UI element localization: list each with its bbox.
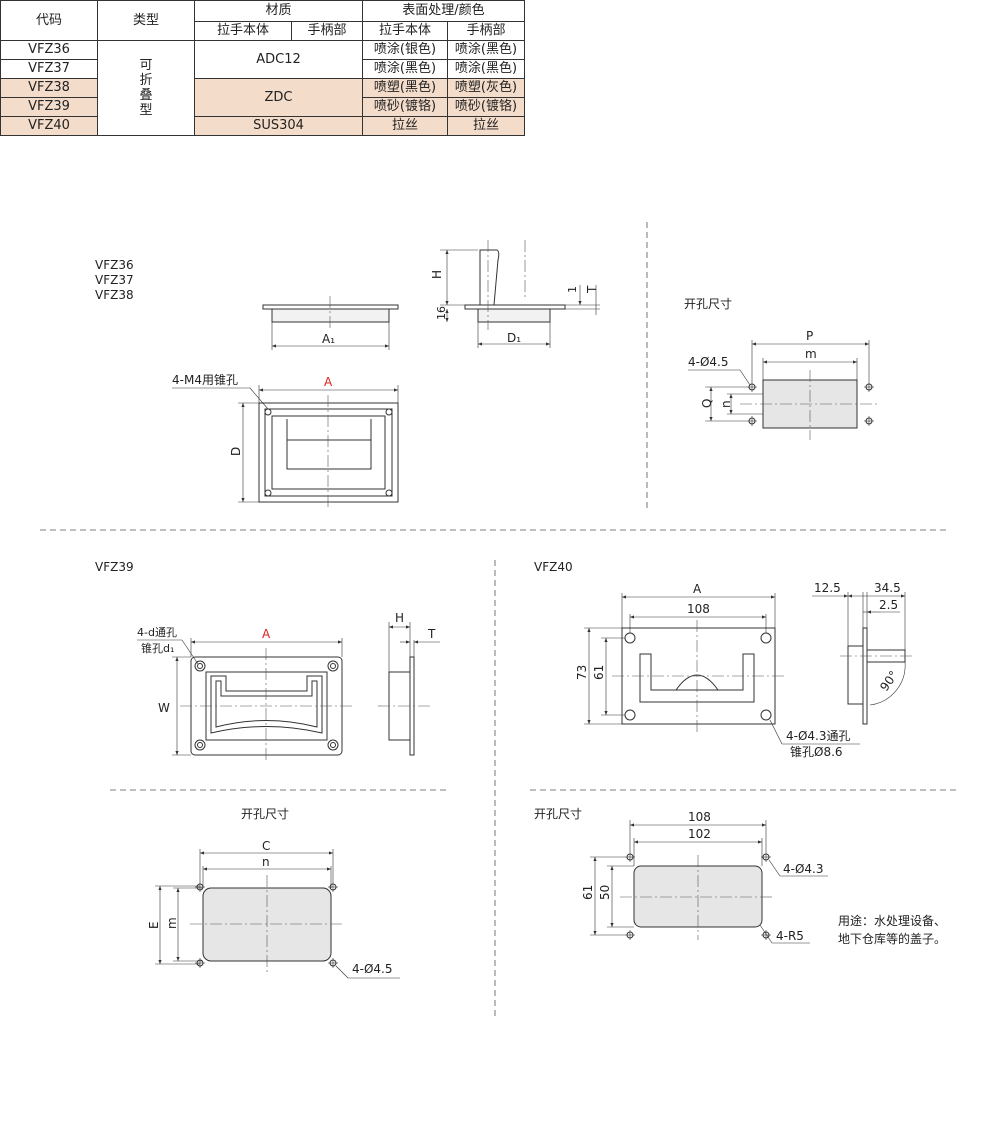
dim-m: m: [165, 917, 179, 929]
dim-h: H: [395, 611, 404, 625]
surface-handle: 喷涂(黑色): [447, 59, 525, 79]
type-char: 型: [139, 103, 153, 118]
cutout-view-1: 开孔尺寸 P m 4-Ø4.5 Q n: [684, 297, 880, 440]
dim-16: 16: [435, 306, 448, 320]
dim-102: 102: [688, 827, 711, 841]
model-label: VFZ37: [95, 273, 134, 287]
dim-d1: D₁: [507, 331, 521, 345]
dim-12-5: 12.5: [814, 581, 841, 595]
cutout-title: 开孔尺寸: [684, 297, 732, 311]
surface-handle: 拉丝: [447, 116, 525, 136]
dim-c: C: [262, 839, 270, 853]
screw-label: 4-M4用锥孔: [172, 373, 238, 387]
dim-m: m: [805, 347, 817, 361]
model-label: VFZ38: [95, 288, 134, 302]
material-adc12: ADC12: [194, 40, 363, 79]
surface-body: 拉丝: [362, 116, 448, 136]
dim-t: T: [585, 285, 599, 294]
dim-61: 61: [592, 665, 606, 680]
dim-w: W: [158, 701, 170, 715]
dim-e: E: [147, 921, 161, 929]
cutout-view-3: 开孔尺寸 108 102 61 50 4-Ø4.3 4-R5 用途: [534, 807, 946, 946]
side-view-d1: H 16 D₁ 1 T: [430, 240, 600, 348]
cutout-title: 开孔尺寸: [534, 807, 582, 821]
dim-d: D: [229, 447, 243, 456]
dim-108: 108: [688, 810, 711, 824]
hole-label: 4-Ø4.3: [783, 862, 824, 876]
row-code: VFZ39: [0, 97, 98, 117]
dim-a1: A₁: [322, 332, 335, 346]
dim-p: P: [806, 329, 813, 343]
dim-t: T: [427, 627, 436, 641]
surface-body: 喷涂(银色): [362, 40, 448, 60]
hole-label-2: 锥孔d₁: [141, 642, 174, 655]
dim-h: H: [430, 270, 444, 279]
top-view-vfz39: 4-d通孔 锥孔d₁ A W: [137, 626, 352, 762]
header-surface-handle: 手柄部: [447, 21, 525, 41]
model-label: VFZ36: [95, 258, 134, 272]
surface-handle: 喷塑(灰色): [447, 78, 525, 98]
dim-73: 73: [575, 665, 589, 680]
model-label: VFZ39: [95, 560, 134, 574]
dim-n: n: [719, 400, 733, 408]
model-label: VFZ40: [534, 560, 573, 574]
row-code: VFZ40: [0, 116, 98, 136]
dim-n: n: [262, 855, 270, 869]
cutout-view-2: 开孔尺寸 C n E m 4-Ø4.5: [147, 807, 400, 979]
header-type: 类型: [97, 0, 195, 41]
hole-label-1: 4-d通孔: [137, 626, 177, 639]
radius-label: 4-R5: [776, 929, 804, 943]
dim-34-5: 34.5: [874, 581, 901, 595]
dim-2-5: 2.5: [879, 598, 898, 612]
header-code: 代码: [0, 0, 98, 41]
type-cell: 可 折 叠 型: [97, 40, 195, 136]
dim-1: 1: [566, 286, 579, 293]
header-surface-body: 拉手本体: [362, 21, 448, 41]
surface-body: 喷砂(镀铬): [362, 97, 448, 117]
type-char: 可: [139, 58, 153, 73]
surface-body: 喷涂(黑色): [362, 59, 448, 79]
material-sus304: SUS304: [194, 116, 363, 136]
hole-label-1: 4-Ø4.3通孔: [786, 729, 851, 743]
type-char: 叠: [139, 88, 153, 103]
dim-a: A: [262, 627, 271, 641]
angle-90: 90°: [877, 668, 901, 693]
dim-108: 108: [687, 602, 710, 616]
dim-a: A: [324, 375, 333, 389]
spec-table: 代码 类型 材质 表面处理/颜色 拉手本体 手柄部 拉手本体 手柄部 VFZ36…: [0, 0, 525, 136]
dim-61: 61: [581, 885, 595, 900]
cutout-title: 开孔尺寸: [241, 807, 289, 821]
hole-label-2: 锥孔Ø8.6: [790, 745, 843, 759]
dim-q: Q: [700, 399, 714, 408]
dim-50: 50: [598, 885, 612, 900]
surface-handle: 喷砂(镀铬): [447, 97, 525, 117]
usage-text-1: 用途：水处理设备、: [838, 913, 946, 928]
side-view-vfz39: H T: [378, 611, 440, 756]
hole-label: 4-Ø4.5: [688, 355, 729, 369]
dim-a: A: [693, 582, 702, 596]
usage-text-2: 地下仓库等的盖子。: [838, 931, 946, 946]
surface-handle: 喷涂(黑色): [447, 40, 525, 60]
top-view-ad: 4-M4用锥孔 A D: [172, 373, 399, 510]
top-view-vfz40: A 108 73 61 4-Ø4.3通孔 锥孔Ø8.6: [575, 582, 860, 759]
type-char: 折: [139, 73, 153, 88]
hole-label: 4-Ø4.5: [352, 962, 393, 976]
side-view-a1: A₁: [262, 296, 399, 350]
side-view-vfz40: 12.5 34.5 2.5 90°: [812, 581, 915, 725]
